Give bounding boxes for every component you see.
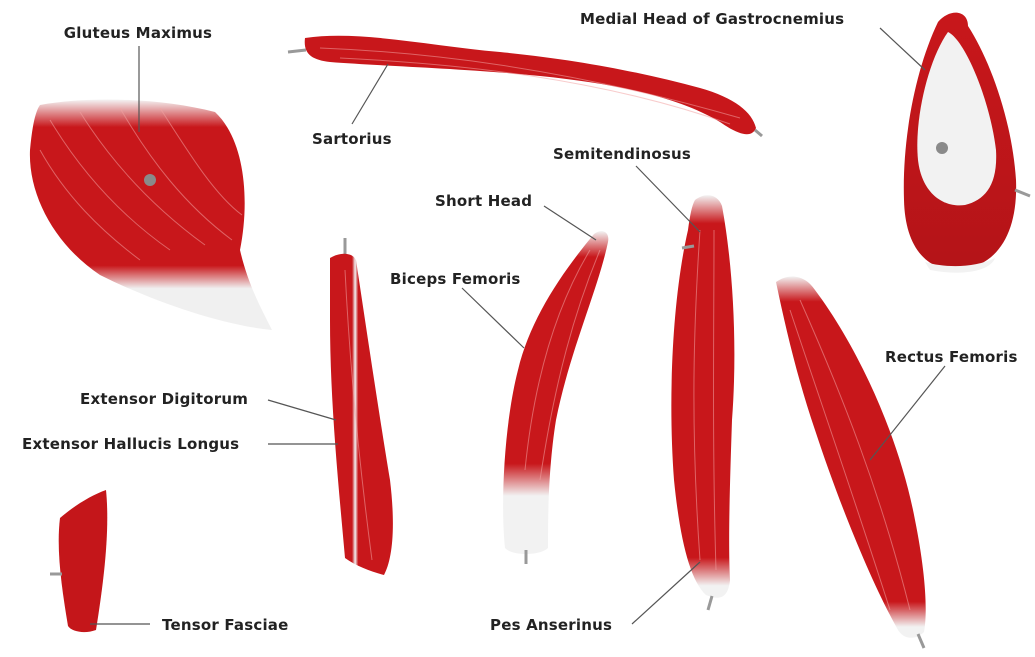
- leader-biceps-femoris: [462, 288, 524, 348]
- leader-pes-anserinus: [632, 562, 700, 624]
- label-extensor-digitorum: Extensor Digitorum: [80, 390, 248, 408]
- label-gluteus-maximus: Gluteus Maximus: [64, 24, 212, 42]
- label-tensor-fasciae: Tensor Fasciae: [162, 616, 289, 634]
- leader-extensor-digitorum: [268, 400, 336, 420]
- label-sartorius: Sartorius: [312, 130, 392, 148]
- label-short-head: Short Head: [435, 192, 532, 210]
- rectus-femoris-muscle: [776, 276, 926, 648]
- tensor-fasciae-muscle: [50, 490, 107, 632]
- label-biceps-femoris: Biceps Femoris: [390, 270, 521, 288]
- sartorius-muscle: [288, 36, 762, 136]
- extensor-muscle: [330, 238, 393, 575]
- gluteus-maximus-muscle: [30, 100, 272, 330]
- label-rectus-femoris: Rectus Femoris: [885, 348, 1018, 366]
- leader-semitendinosus: [636, 166, 700, 232]
- label-semitendinosus: Semitendinosus: [553, 145, 691, 163]
- label-medial-head-gastrocnemius: Medial Head of Gastrocnemius: [580, 10, 844, 28]
- semitendinosus-muscle: [671, 195, 734, 610]
- leader-short-head: [544, 206, 596, 240]
- gastrocnemius-pin-icon: [936, 142, 948, 154]
- gastrocnemius-muscle: [904, 13, 1030, 273]
- label-extensor-hallucis-longus: Extensor Hallucis Longus: [22, 435, 239, 453]
- leader-gastrocnemius: [880, 28, 925, 70]
- label-pes-anserinus: Pes Anserinus: [490, 616, 612, 634]
- leader-sartorius: [352, 64, 388, 124]
- gluteus-pin-icon: [144, 174, 156, 186]
